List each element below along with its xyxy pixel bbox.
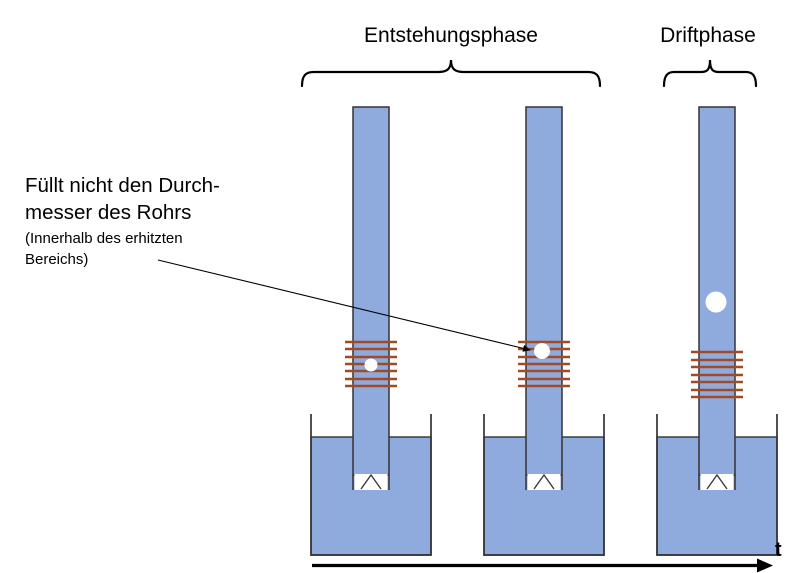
- tube-1-open-end: [354, 474, 388, 490]
- tube-1-heater-coil: [345, 340, 397, 388]
- entstehungsphase-brace: [300, 59, 602, 88]
- tube-1-opening-notch: [360, 473, 382, 490]
- time-axis: t: [312, 539, 782, 573]
- beaker-1-outline: [310, 414, 432, 556]
- tube-3-heater-coil: [691, 350, 743, 399]
- time-axis-label: t: [775, 539, 782, 561]
- tube-2: [518, 106, 570, 490]
- annotation-leader-line: [157, 259, 531, 352]
- tube-3-open-end: [700, 474, 734, 490]
- driftphase-label: Driftphase: [660, 24, 756, 47]
- annotation-line-1: Füllt nicht den Durch-: [25, 174, 220, 197]
- tube-3-opening-notch: [706, 473, 728, 490]
- annotation-text-block: Füllt nicht den Durch- messer des Rohrs …: [25, 174, 220, 268]
- tube-2-body: [525, 106, 563, 476]
- tube-2-bubble: [534, 343, 550, 359]
- tube-2-open-end: [527, 474, 561, 490]
- tube-3: [691, 106, 743, 490]
- tube-2-opening-notch: [533, 473, 555, 490]
- tube-1-body: [352, 106, 390, 476]
- annotation-line-2: messer des Rohrs: [25, 201, 191, 224]
- tube-1: [345, 106, 397, 490]
- tube-1-bubble: [364, 358, 378, 372]
- annotation-line-4: Bereichs): [25, 251, 88, 268]
- tube-3-body: [698, 106, 736, 476]
- entstehungsphase-label: Entstehungsphase: [364, 24, 538, 47]
- beaker-3-outline: [656, 414, 778, 556]
- driftphase-brace: [662, 59, 758, 88]
- annotation-line-3: (Innerhalb des erhitzten: [25, 230, 183, 247]
- beaker-2-outline: [483, 414, 605, 556]
- time-axis-arrowhead-icon: [757, 558, 773, 573]
- tube-3-bubble: [705, 291, 727, 313]
